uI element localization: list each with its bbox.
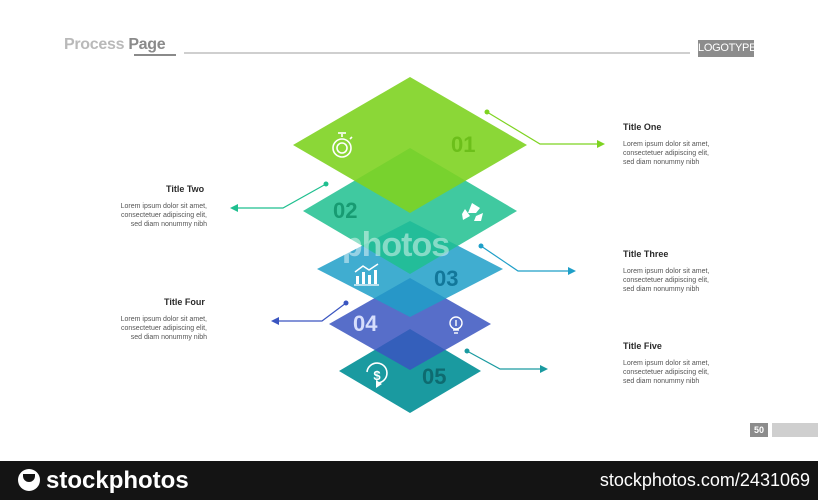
- dollar-refresh-icon: $: [366, 362, 388, 388]
- desc-line: sed diam nonummy nibh: [623, 159, 700, 166]
- step-description-3: Lorem ipsum dolor sit amet, consectetuer…: [623, 267, 753, 294]
- footer-brand: stockphotos: [18, 467, 189, 495]
- page-title: Process Page: [64, 36, 166, 54]
- step-number-03: 03: [434, 266, 459, 291]
- page-number: 50: [750, 423, 768, 437]
- desc-line: Lorem ipsum dolor sit amet,: [120, 316, 207, 323]
- step-number-01: 01: [451, 132, 476, 157]
- header-divider: [184, 52, 690, 54]
- desc-line: Lorem ipsum dolor sit amet,: [623, 268, 710, 275]
- desc-line: Lorem ipsum dolor sit amet,: [623, 360, 710, 367]
- title-underline: [134, 54, 176, 56]
- connector-03: [478, 243, 576, 275]
- watermark-overlay: stockphotos: [258, 226, 450, 264]
- step-title-4: Title Four: [164, 297, 205, 307]
- recycle-arrows-icon: [462, 203, 483, 221]
- desc-line: sed diam nonummy nibh: [623, 286, 700, 293]
- footer-brand-text: stockphotos: [46, 467, 189, 494]
- footer-image-id: stockphotos.com/2431069: [599, 470, 810, 490]
- connector-05: [464, 348, 548, 373]
- watermark-footer: stockphotos stockphotos.com/2431069: [0, 461, 818, 500]
- layer-05: [339, 329, 481, 413]
- desc-line: Lorem ipsum dolor sit amet,: [120, 203, 207, 210]
- desc-line: consectetuer adipiscing elit,: [623, 277, 709, 284]
- step-description-1: Lorem ipsum dolor sit amet, consectetuer…: [623, 140, 753, 167]
- step-number-02: 02: [333, 198, 358, 223]
- layer-01: [293, 77, 527, 213]
- layer-04: [329, 278, 491, 370]
- desc-line: Lorem ipsum dolor sit amet,: [623, 141, 710, 148]
- connector-01: [484, 109, 605, 148]
- step-number-05: 05: [422, 364, 447, 389]
- desc-line: consectetuer adipiscing elit,: [121, 212, 207, 219]
- desc-line: consectetuer adipiscing elit,: [623, 369, 709, 376]
- page-title-part-1: Process: [64, 36, 129, 53]
- connector-04: [271, 300, 349, 325]
- layered-diamond-diagram: $: [230, 77, 605, 413]
- step-title-5: Title Five: [623, 341, 662, 351]
- bar-chart-icon: [354, 263, 379, 286]
- desc-line: sed diam nonummy nibh: [623, 378, 700, 385]
- desc-line: sed diam nonummy nibh: [130, 334, 207, 341]
- step-title-3: Title Three: [623, 249, 669, 259]
- desc-line: consectetuer adipiscing elit,: [623, 150, 709, 157]
- page-number-bar: [772, 423, 818, 437]
- stock-logo-icon: [18, 469, 40, 491]
- page-title-part-2: Page: [128, 36, 166, 53]
- step-title-2: Title Two: [166, 184, 205, 194]
- desc-line: sed diam nonummy nibh: [130, 221, 207, 228]
- svg-text:$: $: [373, 368, 381, 383]
- logotype-badge: LOGOTYPE: [698, 40, 756, 57]
- step-title-1: Title One: [623, 122, 662, 132]
- light-bulb-icon: [449, 316, 463, 334]
- stopwatch-icon: [332, 132, 353, 158]
- step-description-2: Lorem ipsum dolor sit amet, consectetuer…: [77, 202, 207, 229]
- step-description-5: Lorem ipsum dolor sit amet, consectetuer…: [623, 359, 753, 386]
- step-description-4: Lorem ipsum dolor sit amet, consectetuer…: [77, 315, 207, 342]
- desc-line: consectetuer adipiscing elit,: [121, 325, 207, 332]
- connector-02: [230, 181, 329, 212]
- step-number-04: 04: [353, 311, 378, 336]
